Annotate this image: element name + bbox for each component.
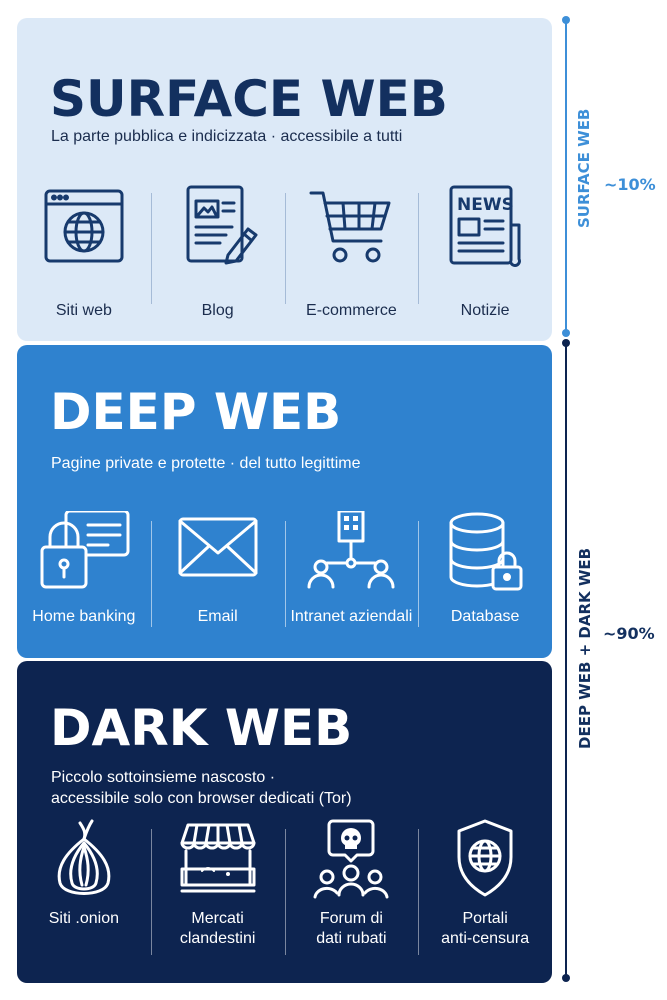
dark-item-label: Portali anti-censura xyxy=(418,909,552,949)
deep-web-title: DEEP WEB xyxy=(50,383,342,441)
dark-item-mercati: Mercati clandestini xyxy=(150,819,285,959)
surface-web-subtitle: La parte pubblica e indicizzata · access… xyxy=(51,128,403,145)
dark-web-subtitle: Piccolo sottoinsieme nascosto · accessib… xyxy=(51,767,431,809)
dark-item-label-line1: Siti .onion xyxy=(48,910,119,927)
dark-web-title: DARK WEB xyxy=(50,699,353,757)
surface-item-label: Notizie xyxy=(460,302,510,319)
dark-item-label-line2: clandestini xyxy=(179,930,256,947)
deep-item-label: Database xyxy=(450,608,520,625)
deep-web-items: Home banking Email xyxy=(17,511,552,631)
shopping-cart-icon xyxy=(309,191,391,263)
surface-item-label: Blog xyxy=(201,302,234,319)
surface-percentage: ~10% xyxy=(604,175,656,194)
building-network-icon xyxy=(307,511,395,589)
dark-web-panel: DARK WEB Piccolo sottoinsieme nascosto ·… xyxy=(17,661,552,983)
dark-item-label-line2: anti-censura xyxy=(441,930,530,947)
deep-dark-percentage: ~90% xyxy=(603,624,655,643)
browser-globe-icon xyxy=(44,189,124,263)
surface-bracket-line xyxy=(565,20,567,333)
dark-item-label-line1: Mercati xyxy=(191,910,244,927)
dark-item-label-line2: dati rubati xyxy=(316,930,387,947)
deep-item-home-banking: Home banking xyxy=(17,511,151,631)
deep-item-label: Intranet aziendali xyxy=(290,608,413,625)
newspaper-icon: NEWS xyxy=(449,185,522,267)
dark-item-portali: Portali anti-censura xyxy=(418,819,552,959)
deep-item-intranet: Intranet aziendali xyxy=(284,511,419,631)
surface-item-notizie: NEWS Notizie xyxy=(418,183,552,319)
onion-icon xyxy=(57,819,111,895)
surface-side-label: SURFACE WEB xyxy=(575,108,593,228)
dark-item-label-line1: Portali xyxy=(462,910,508,927)
dark-web-subtitle-line2: accessibile solo con browser dedicati (T… xyxy=(51,790,352,807)
deep-web-panel: DEEP WEB Pagine private e protette · del… xyxy=(17,345,552,658)
shield-globe-icon xyxy=(457,819,513,897)
surface-item-siti-web: Siti web xyxy=(17,183,151,319)
dark-item-label-line1: Forum di xyxy=(319,910,383,927)
surface-item-blog: Blog xyxy=(150,183,285,319)
dark-item-label: Mercati clandestini xyxy=(151,909,285,949)
deep-web-subtitle: Pagine private e protette · del tutto le… xyxy=(51,455,361,472)
deep-item-database: Database xyxy=(418,511,552,631)
surface-web-panel: SURFACE WEB La parte pubblica e indicizz… xyxy=(17,18,552,341)
market-stall-icon xyxy=(180,823,256,893)
dark-web-items: Siti .onion Mercati clandesti xyxy=(17,819,552,959)
document-pen-icon xyxy=(186,185,258,265)
deep-dark-side-label: DEEP WEB + DARK WEB xyxy=(576,547,594,749)
dark-item-label: Siti .onion xyxy=(17,909,151,929)
dark-item-forum: Forum di dati rubati xyxy=(284,819,419,959)
dark-item-label: Forum di dati rubati xyxy=(285,909,419,949)
deep-item-email: Email xyxy=(150,511,285,631)
skull-forum-icon xyxy=(313,819,389,899)
dark-web-subtitle-line1: Piccolo sottoinsieme nascosto · xyxy=(51,769,276,786)
surface-item-label: Siti web xyxy=(55,302,112,319)
newspaper-icon-text: NEWS xyxy=(457,195,514,215)
deep-item-label: Home banking xyxy=(32,608,136,625)
deep-item-label: Email xyxy=(197,608,238,625)
surface-bracket-bottom-dot xyxy=(562,329,570,337)
surface-item-ecommerce: E-commerce xyxy=(284,183,419,319)
padlock-card-icon xyxy=(40,511,130,589)
deep-dark-bracket-bottom-dot xyxy=(562,974,570,982)
envelope-icon xyxy=(178,517,258,577)
surface-web-items: Siti web Blog xyxy=(17,183,552,319)
database-lock-icon xyxy=(449,512,523,591)
deep-dark-bracket-line xyxy=(565,343,567,977)
surface-item-label: E-commerce xyxy=(306,302,397,319)
dark-item-siti-onion: Siti .onion xyxy=(17,819,151,959)
surface-web-title: SURFACE WEB xyxy=(50,70,448,128)
